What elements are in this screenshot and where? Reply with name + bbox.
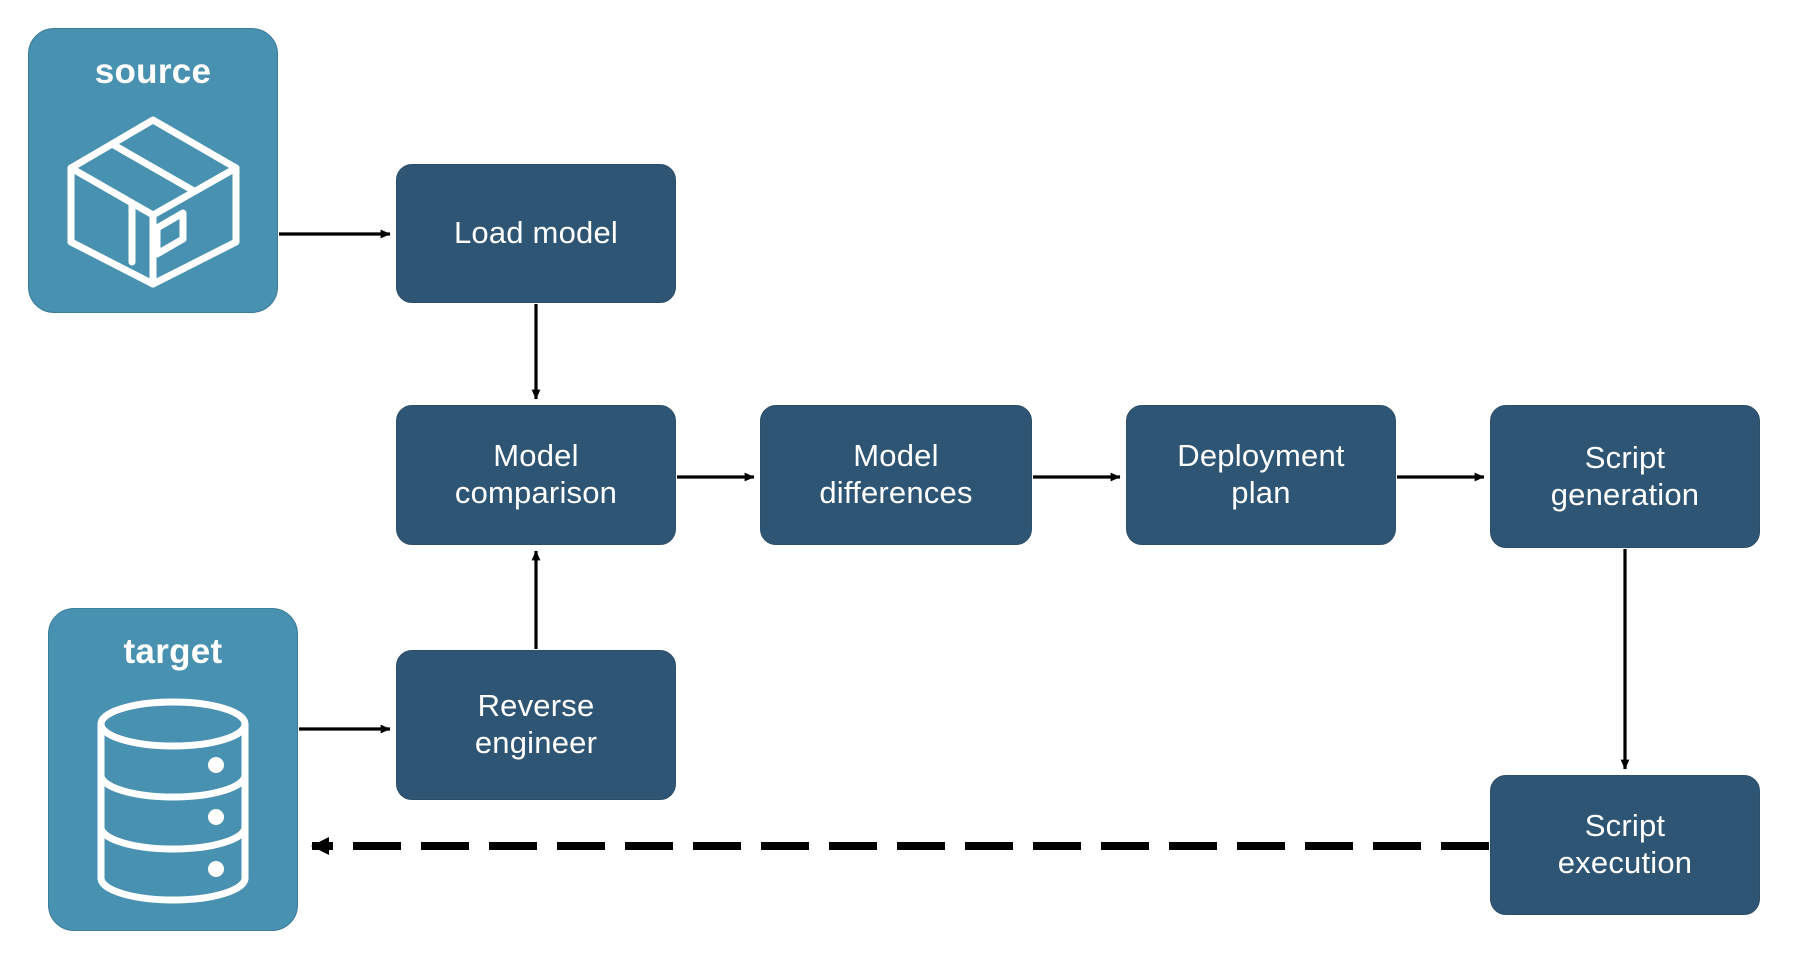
endpoint-source[interactable]: source xyxy=(28,28,278,313)
process-model-differences[interactable]: Model differences xyxy=(760,405,1032,545)
process-reverse-engineer[interactable]: Reverse engineer xyxy=(396,650,676,800)
process-script-execution[interactable]: Script execution xyxy=(1490,775,1760,915)
process-load-model[interactable]: Load model xyxy=(396,164,676,303)
process-script-execution-label: Script execution xyxy=(1557,808,1693,880)
process-script-generation[interactable]: Script generation xyxy=(1490,405,1760,548)
process-model-differences-label: Model differences xyxy=(819,438,973,510)
endpoint-source-label: source xyxy=(94,52,212,91)
process-deployment-plan[interactable]: Deployment plan xyxy=(1126,405,1396,545)
process-load-model-label: Load model xyxy=(453,215,618,251)
database-cylinder-icon xyxy=(49,672,297,930)
package-box-icon xyxy=(29,92,277,312)
process-model-comparison-label: Model comparison xyxy=(454,438,618,510)
process-reverse-engineer-label: Reverse engineer xyxy=(474,688,598,760)
process-model-comparison[interactable]: Model comparison xyxy=(396,405,676,545)
endpoint-target-label: target xyxy=(123,632,223,671)
endpoint-target[interactable]: target xyxy=(48,608,298,931)
process-deployment-plan-label: Deployment plan xyxy=(1177,438,1345,510)
process-script-generation-label: Script generation xyxy=(1550,439,1700,512)
